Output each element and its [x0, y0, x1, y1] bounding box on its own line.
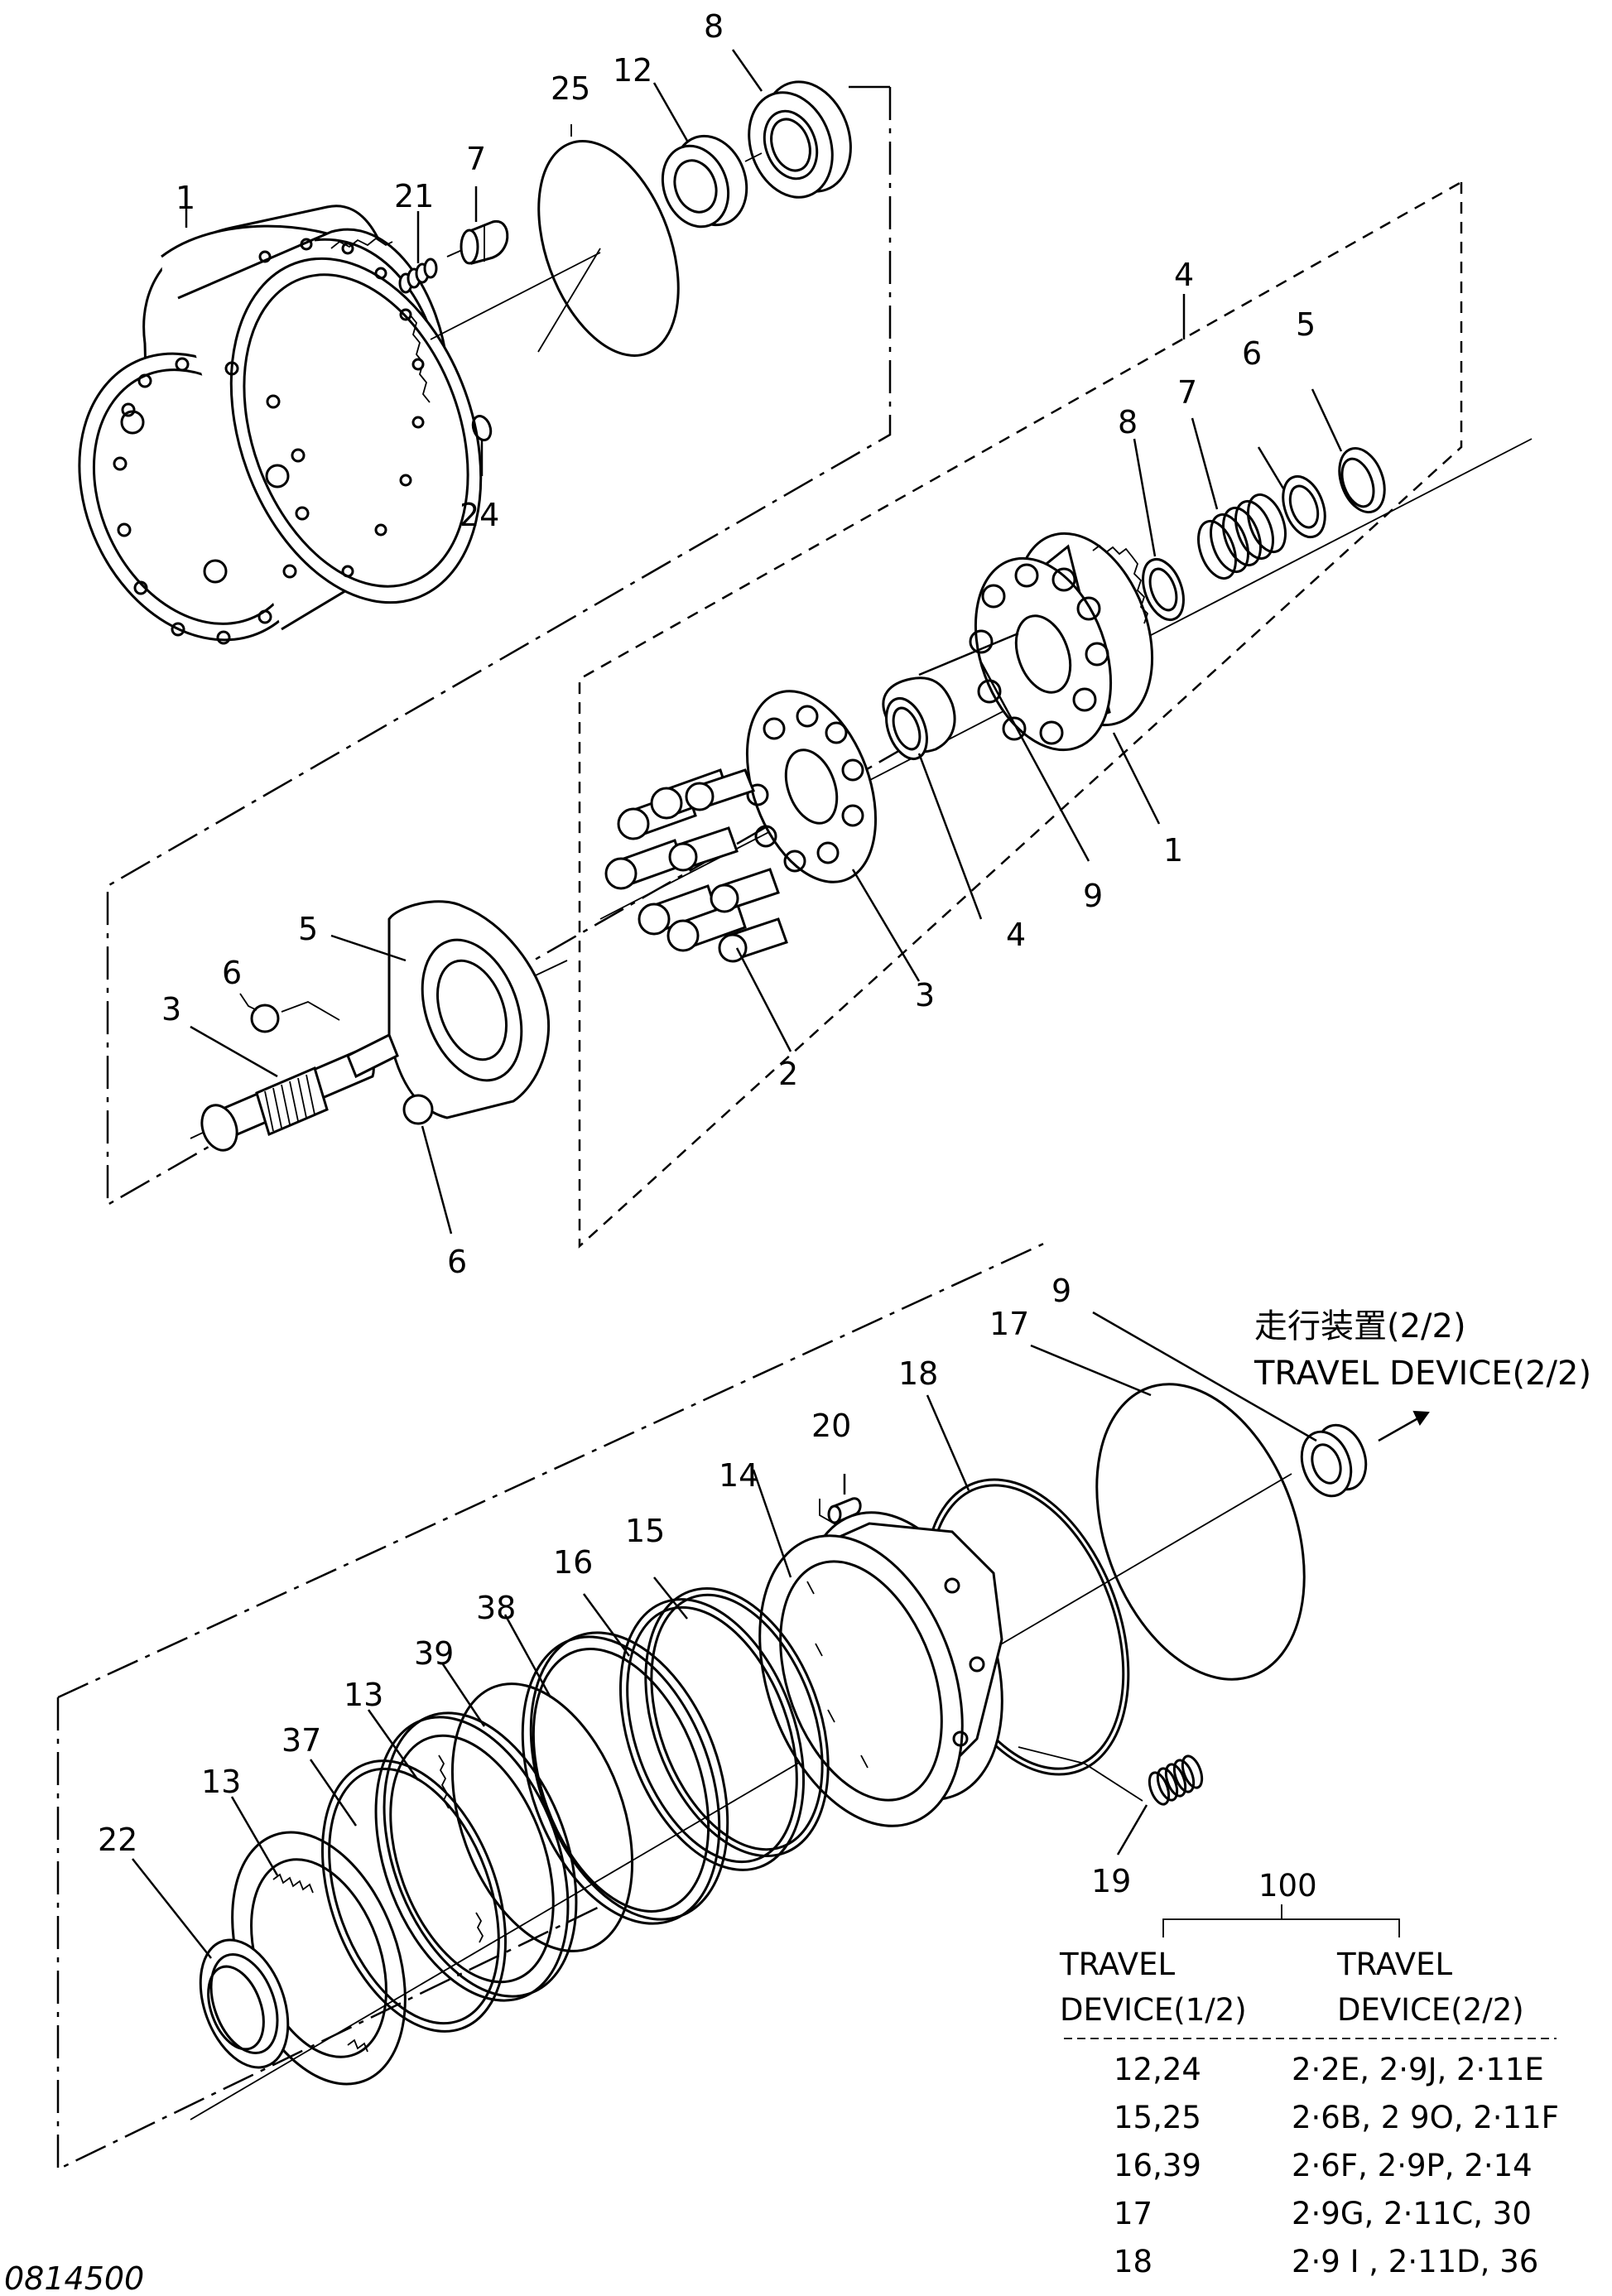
arrow-label-en: TRAVEL DEVICE(2/2)	[1254, 1355, 1591, 1393]
part-5-swashplate	[387, 900, 551, 1119]
group-part-6-washer	[1282, 474, 1326, 539]
table-row-3-part: 16,39	[1114, 2148, 1201, 2183]
callout-13-lower: 13	[201, 1764, 241, 1800]
part-9-bearing	[1300, 1423, 1368, 1498]
part-6-ball-lower	[402, 1094, 434, 1125]
part-37-plate	[320, 1759, 508, 2033]
group-part-2-pistons	[604, 768, 788, 963]
part-16-ring	[618, 1598, 806, 1871]
callout-7: 7	[466, 141, 486, 177]
part-38-plate	[521, 1631, 729, 1925]
callout-group-2: 2	[778, 1056, 798, 1092]
shaft-group	[190, 900, 568, 1235]
part-12-seal	[661, 134, 748, 229]
callout-8: 8	[704, 8, 724, 45]
callout-1: 1	[176, 180, 195, 216]
callout-labels: 1 21 7 25 12 8 24 4 8 7 6 5 1 9 4 3 2 5 …	[98, 8, 1316, 1899]
callout-15: 15	[625, 1513, 665, 1549]
group-part-3-retainer	[745, 690, 878, 883]
callout-20: 20	[811, 1408, 851, 1444]
part-22-snap-ring	[199, 1938, 290, 2069]
table-row-2-refs: 2·6B, 2 9O, 2·11F	[1292, 2100, 1559, 2135]
part-8-bearing	[748, 80, 852, 199]
table-col1-line2: DEVICE(1/2)	[1060, 1992, 1247, 2028]
callout-group-7: 7	[1177, 374, 1197, 411]
part-39-ring	[450, 1682, 634, 1952]
callout-group-9: 9	[1083, 878, 1103, 914]
callout-14: 14	[719, 1457, 758, 1494]
group-part-4-bushing	[882, 676, 956, 760]
part-21-spring	[398, 258, 438, 294]
housing-group	[78, 49, 953, 1207]
callout-group-4b: 4	[1006, 917, 1026, 953]
rotary-group-4	[578, 181, 1533, 1249]
table-row-4-refs: 2·9G, 2·11C, 30	[1292, 2196, 1532, 2231]
callout-38: 38	[476, 1590, 516, 1626]
callout-group-4: 4	[1174, 257, 1194, 293]
part-15-ring	[644, 1586, 830, 1858]
table-col2-line2: DEVICE(2/2)	[1337, 1992, 1524, 2028]
callout-24: 24	[460, 497, 499, 533]
group-part-9-pin	[918, 632, 1019, 676]
callout-group-6: 6	[1242, 335, 1262, 372]
table-group-number: 100	[1258, 1868, 1317, 1904]
housing-part-1	[78, 205, 483, 645]
part-14-brake-housing	[758, 1511, 1003, 1827]
callout-17: 17	[989, 1306, 1029, 1342]
callout-25: 25	[551, 70, 590, 107]
part-25-o-ring	[537, 140, 680, 357]
callout-37: 37	[281, 1722, 321, 1759]
callout-21: 21	[394, 178, 434, 214]
table-row-5-refs: 2·9 I , 2·11D, 36	[1292, 2244, 1538, 2279]
table-row-3-refs: 2·6F, 2·9P, 2·14	[1292, 2148, 1533, 2183]
part-19-spring	[1148, 1754, 1204, 1806]
table-row-4-part: 17	[1114, 2196, 1152, 2231]
table-row-1-part: 12,24	[1114, 2052, 1201, 2087]
callout-19: 19	[1091, 1863, 1131, 1899]
table-row-2-part: 15,25	[1114, 2100, 1201, 2135]
callout-6-lower: 6	[447, 1244, 467, 1280]
callout-6-upper: 6	[222, 955, 242, 991]
part-3-shaft	[200, 1032, 399, 1152]
brake-group	[56, 1240, 1430, 2171]
group-part-7-spring	[1197, 493, 1287, 580]
callout-group-8: 8	[1118, 404, 1138, 440]
callout-16: 16	[553, 1544, 593, 1581]
callout-39: 39	[414, 1635, 454, 1672]
group-part-8-ring	[1142, 558, 1185, 621]
group-part-1-cylinder-block	[969, 532, 1154, 752]
table-col2-line1: TRAVEL	[1336, 1947, 1452, 1982]
reference-table: 100 TRAVEL DEVICE(1/2) TRAVEL DEVICE(2/2…	[1059, 1868, 1559, 2279]
callout-9: 9	[1051, 1273, 1071, 1309]
callout-group-1: 1	[1163, 832, 1183, 869]
table-col1-line1: TRAVEL	[1059, 1947, 1175, 1982]
part-7-plug	[460, 219, 509, 265]
table-row-5-part: 18	[1114, 2244, 1152, 2279]
callout-18: 18	[898, 1355, 938, 1392]
callout-group-5: 5	[1296, 306, 1316, 343]
travel-device-arrow-label: 走行装置(2/2) TRAVEL DEVICE(2/2)	[1254, 1307, 1591, 1393]
callout-22: 22	[98, 1822, 137, 1858]
callout-12: 12	[613, 52, 652, 89]
callout-3: 3	[161, 991, 181, 1028]
arrow-label-jp: 走行装置(2/2)	[1254, 1307, 1466, 1345]
callout-group-3: 3	[915, 977, 935, 1013]
part-6-ball-upper	[250, 1004, 280, 1033]
part-17-o-ring	[1095, 1383, 1306, 1681]
table-row-1-refs: 2·2E, 2·9J, 2·11E	[1292, 2052, 1544, 2087]
group-part-5-snap-ring	[1338, 446, 1386, 514]
part-24-o-ring	[471, 414, 493, 442]
callout-5: 5	[298, 911, 318, 947]
part-13-friction-plate-a	[374, 1711, 578, 2002]
callout-13-upper: 13	[344, 1677, 383, 1713]
drawing-code: 0814500	[4, 2260, 144, 2296]
